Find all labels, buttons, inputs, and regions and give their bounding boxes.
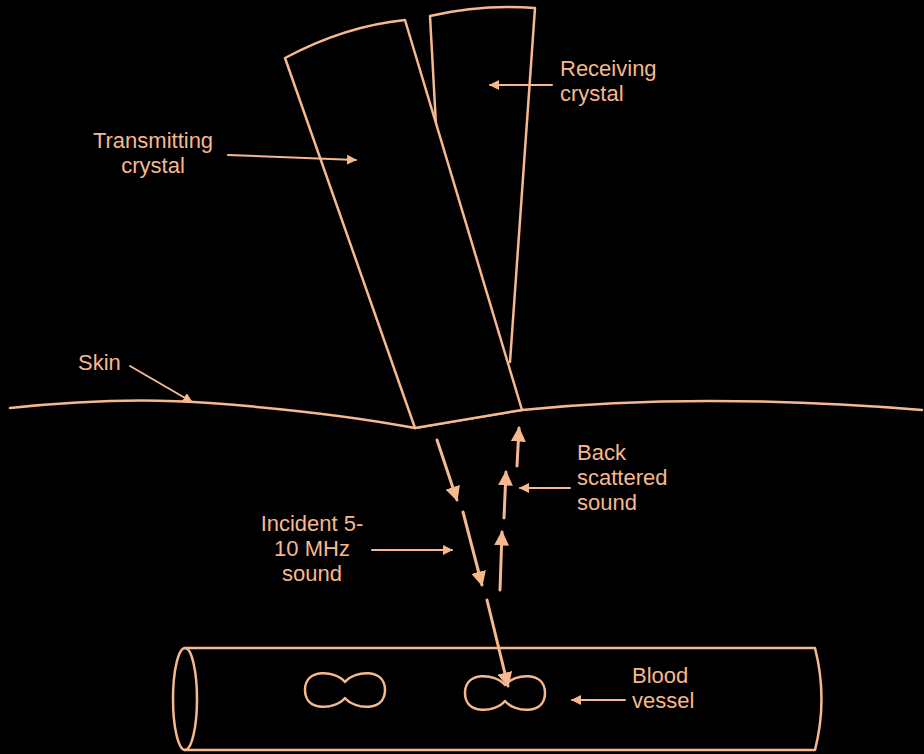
part-label: Skin <box>78 350 138 375</box>
backscatter-arrows <box>500 428 519 590</box>
leader-arrows <box>130 85 625 700</box>
vessel-opening <box>173 648 197 750</box>
part-label: Blood vessel <box>632 663 727 713</box>
part-label: Incident 5-10 MHz sound <box>258 511 366 586</box>
incident-arrows <box>437 440 508 686</box>
part-label: Transmitting crystal <box>78 128 228 178</box>
red-blood-cell <box>465 676 545 710</box>
part-label: Back scattered sound <box>577 440 697 515</box>
part-label: Receiving crystal <box>560 56 680 106</box>
red-blood-cell <box>305 673 385 707</box>
transmitting-crystal <box>285 20 522 428</box>
